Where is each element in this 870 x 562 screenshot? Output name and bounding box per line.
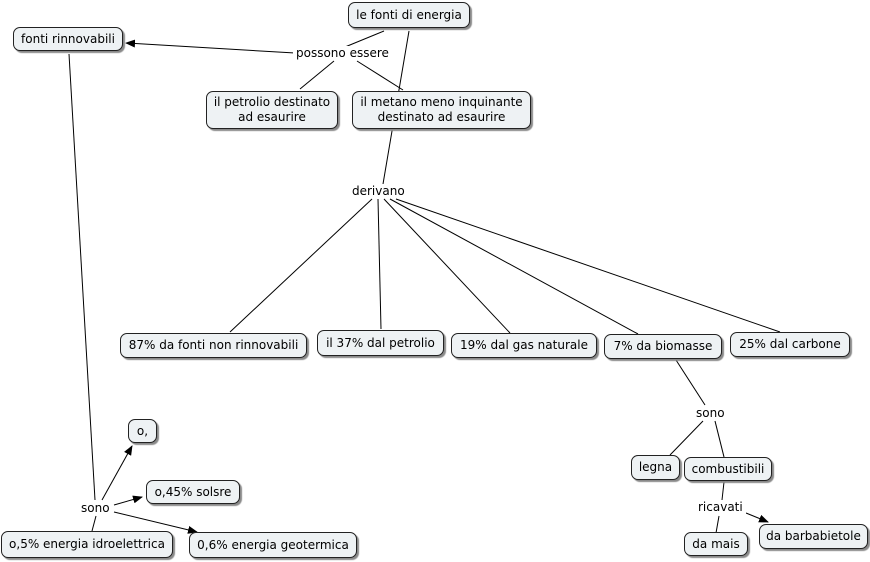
node-geotermica[interactable]: 0,6% energia geotermica [189, 532, 357, 558]
edge-ricavati-barbabietole [745, 512, 769, 523]
edge-possono-rinnovabili [125, 39, 296, 54]
edge-ricavati-mais [715, 515, 720, 534]
node-legna[interactable]: legna [631, 455, 680, 480]
edge-possono-petrolio [299, 60, 335, 90]
edge-sono-solsre [113, 495, 143, 506]
phrase-derivano: derivano [349, 184, 408, 198]
edge-combustibili-ricavati [721, 481, 725, 501]
node-petrolio-37[interactable]: il 37% dal petrolio [317, 330, 444, 356]
edge-derivano-carbone [395, 198, 781, 333]
edge-sono-o [101, 445, 133, 501]
node-idroelettrica[interactable]: o,5% energia idroelettrica [1, 531, 173, 558]
phrase-ricavati: ricavati [695, 500, 746, 514]
edge-sono-idroelettrica [91, 515, 97, 532]
edge-sono-combustibili [714, 420, 725, 458]
edge-derivano-petrolio37 [377, 198, 382, 330]
edge-rinnovabili-sono [68, 53, 96, 501]
node-o[interactable]: o, [128, 419, 157, 443]
edge-derivano-gas [383, 198, 511, 334]
node-le-fonti-di-energia[interactable]: le fonti di energia [348, 2, 470, 28]
phrase-sono-biomasse: sono [693, 406, 728, 420]
edge-derivano-biomasse [389, 198, 639, 335]
node-carbone[interactable]: 25% dal carbone [730, 332, 850, 357]
node-da-mais[interactable]: da mais [684, 532, 748, 556]
node-biomasse[interactable]: 7% da biomasse [604, 334, 722, 359]
edge-derivano-nonrinn [229, 198, 373, 333]
phrase-sono-rinnovabili: sono [78, 501, 113, 515]
edge-sono-legna [669, 420, 704, 456]
edge-biomasse-sono [675, 359, 706, 406]
node-petrolio-destinato[interactable]: il petrolio destinato ad esaurire [206, 91, 338, 129]
edge-fonti-possono [344, 30, 385, 48]
edge-possono-metano [356, 60, 404, 91]
node-fonti-rinnovabili[interactable]: fonti rinnovabili [13, 27, 123, 51]
edge-sono-geotermica [113, 511, 198, 534]
node-solsre[interactable]: o,45% solsre [146, 480, 240, 504]
node-da-barbabietole[interactable]: da barbabietole [759, 524, 868, 549]
node-combustibili[interactable]: combustibili [684, 457, 772, 481]
phrase-possono-essere: possono essere [293, 46, 392, 60]
node-fonti-non-rinnovabili[interactable]: 87% da fonti non rinnovabili [120, 333, 307, 358]
node-gas-naturale[interactable]: 19% dal gas naturale [451, 333, 597, 358]
node-metano[interactable]: il metano meno inquinante destinato ad e… [352, 91, 531, 129]
